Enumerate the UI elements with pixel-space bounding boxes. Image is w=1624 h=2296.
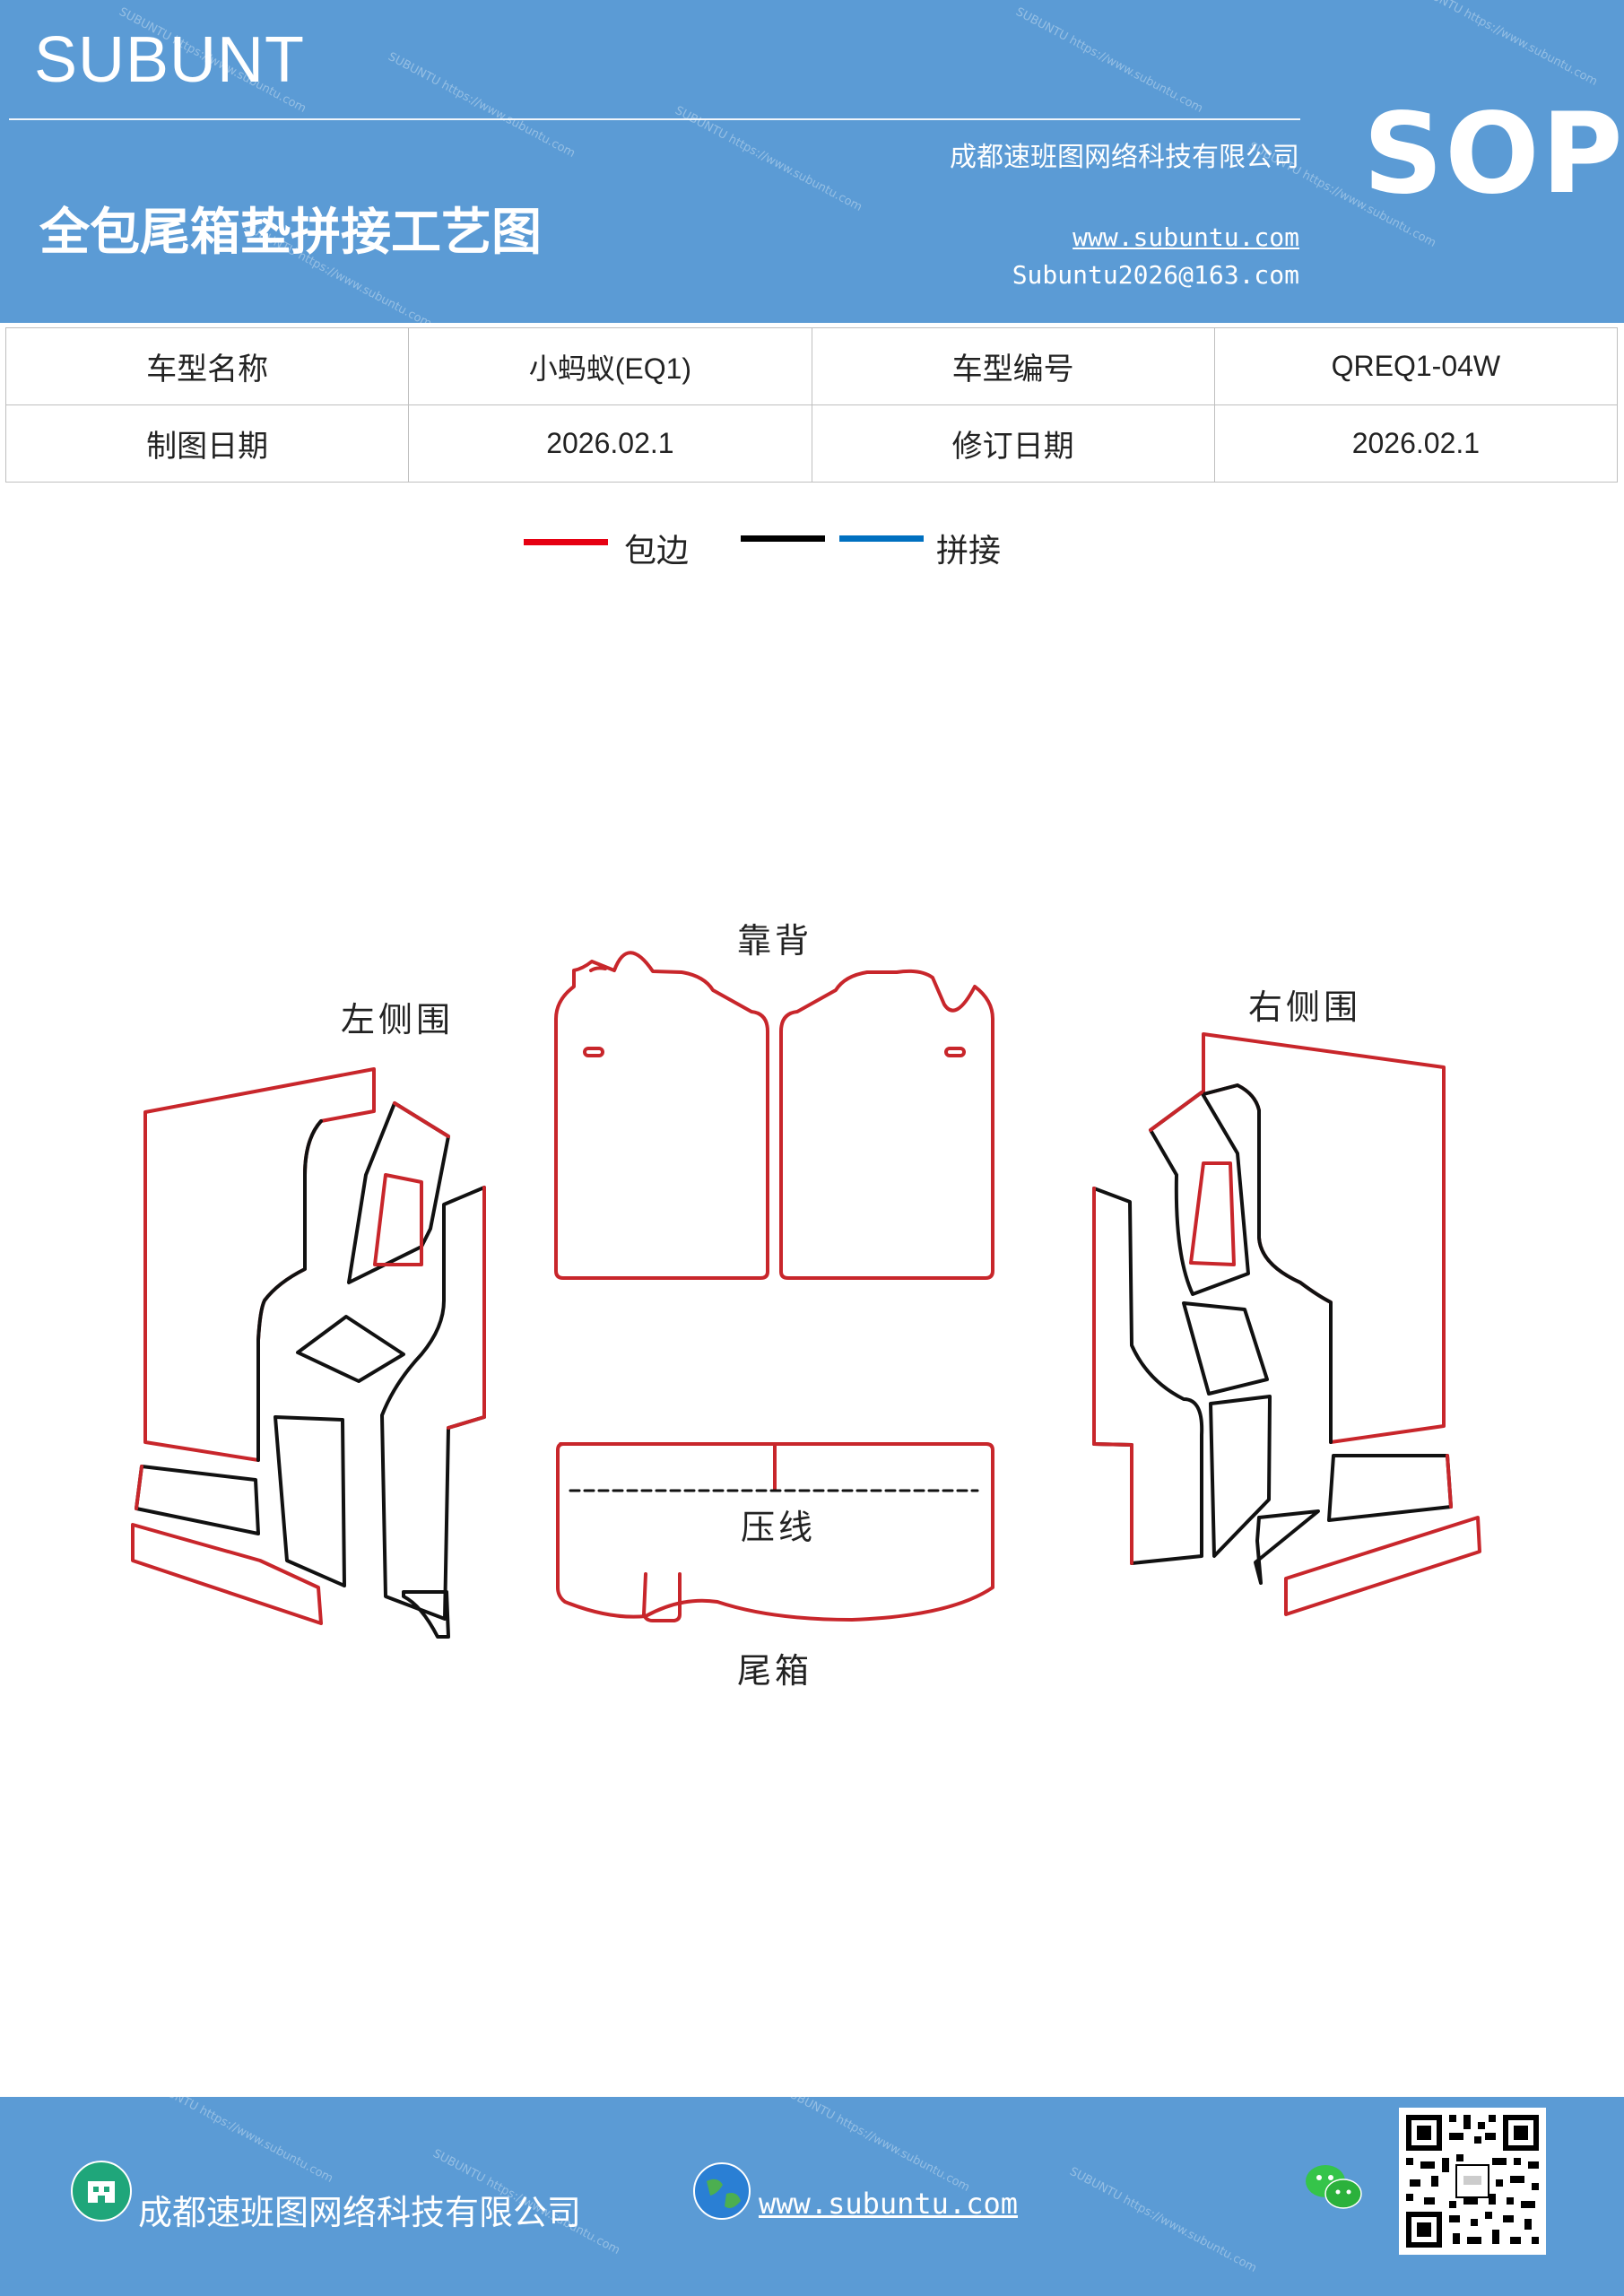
backrest-left-panel	[554, 951, 769, 1280]
left-side-seam	[256, 1119, 323, 1462]
watermark-text: SUBUNTU https://www.subuntu.com	[673, 103, 864, 215]
table-row: 制图日期 2026.02.1 修订日期 2026.02.1	[4, 404, 1619, 483]
building-icon	[71, 2161, 132, 2222]
footer-website-link[interactable]: www.subuntu.com	[759, 2187, 1018, 2221]
vehicle-info-table: 车型名称 小蚂蚁(EQ1) 车型编号 QREQ1-04W 制图日期 2026.0…	[4, 327, 1619, 483]
table-cell: 修订日期	[811, 404, 1215, 483]
right-side-rear-edge	[1092, 1187, 1133, 1565]
backrest-left-guide	[574, 967, 628, 1004]
left-side-lower-panel	[274, 1415, 346, 1587]
legend-label-edge: 包边	[624, 533, 690, 570]
table-cell: 小蚂蚁(EQ1)	[408, 327, 812, 405]
header-banner: SUBUNTU https://www.subuntu.com SUBUNTU …	[0, 0, 1624, 323]
header-divider	[9, 118, 1300, 120]
backrest-right-slot	[944, 1047, 966, 1057]
company-name: 成都速班图网络科技有限公司	[950, 142, 1299, 173]
left-side-window	[373, 1173, 423, 1266]
right-side-window	[1189, 1161, 1236, 1266]
table-row: 车型名称 小蚂蚁(EQ1) 车型编号 QREQ1-04W	[4, 327, 1619, 405]
qr-code	[1399, 2108, 1546, 2255]
watermark-text: SUBUNTU https://www.subuntu.com	[1408, 0, 1600, 90]
left-side-sill	[131, 1523, 323, 1625]
left-side-rear-panel	[380, 1186, 486, 1621]
label-backrest: 靠背	[737, 921, 813, 961]
table-cell: QREQ1-04W	[1213, 327, 1619, 405]
brand-logo: SUBUNT	[34, 24, 306, 96]
footer-banner: SUBUNTU https://www.subuntu.com SUBUNTU …	[0, 2097, 1624, 2296]
email-address: Subuntu2026@163.com	[1012, 260, 1299, 290]
website-link[interactable]: www.subuntu.com	[1073, 222, 1299, 252]
right-side-corner-piece	[1254, 1509, 1320, 1585]
left-side-bottom-strip-edge	[135, 1465, 143, 1510]
backrest-left-slot	[583, 1047, 604, 1057]
right-side-diamond	[1182, 1301, 1269, 1396]
label-right-side: 右侧围	[1248, 987, 1362, 1027]
globe-icon	[693, 2162, 751, 2220]
left-side-corner-piece	[402, 1590, 450, 1639]
label-left-side: 左侧围	[341, 1000, 455, 1039]
right-side-bottom-strip	[1327, 1454, 1453, 1522]
table-cell: 2026.02.1	[1213, 404, 1619, 483]
table-cell: 车型编号	[811, 327, 1215, 405]
backrest-left-edge	[589, 966, 607, 972]
legend-label-seam: 拼接	[936, 533, 1002, 570]
backrest-right-panel	[779, 969, 994, 1280]
pattern-svg	[131, 951, 1481, 1639]
watermark-text: SUBUNTU https://www.subuntu.com	[780, 2097, 972, 2196]
legend-swatch-black	[741, 535, 825, 542]
table-cell: 2026.02.1	[408, 404, 812, 483]
label-crease: 压线	[741, 1508, 817, 1547]
table-cell: 车型名称	[4, 327, 410, 405]
right-side-pillar-edge	[1149, 1091, 1203, 1132]
watermark-text: SUBUNTU https://www.subuntu.com	[1067, 2164, 1259, 2276]
right-side-bottom-strip-edge	[1446, 1454, 1453, 1509]
pattern-diagram: 靠背 左侧围 右侧围 压线 尾箱	[0, 879, 1624, 1704]
legend: 包边 拼接	[524, 525, 1062, 578]
left-side-pillar	[347, 1101, 450, 1284]
qr-code-graphic	[1406, 2115, 1539, 2248]
footer-company-name: 成都速班图网络科技有限公司	[138, 2193, 582, 2232]
page-title: 全包尾箱垫拼接工艺图	[39, 203, 542, 262]
right-side-lower-panel	[1209, 1395, 1272, 1558]
right-side-sill	[1284, 1516, 1481, 1616]
left-side-pillar-edge	[393, 1101, 450, 1138]
left-side-rear-edge	[447, 1186, 486, 1430]
watermark-text: SUBUNTU https://www.subuntu.com	[386, 49, 578, 161]
label-trunk: 尾箱	[737, 1651, 813, 1691]
right-side-seam	[1202, 1083, 1333, 1444]
table-cell: 制图日期	[4, 404, 410, 483]
right-side-main-panel	[1202, 1032, 1446, 1444]
trunk-floor-panel	[556, 1442, 994, 1622]
left-side-diamond	[296, 1315, 405, 1383]
legend-swatch-seam	[839, 535, 924, 542]
watermark-text: SUBUNTU https://www.subuntu.com	[143, 2097, 335, 2187]
right-side-rear-panel	[1092, 1187, 1204, 1565]
sop-badge: SOP	[1363, 90, 1624, 219]
wechat-icon[interactable]	[1302, 2160, 1365, 2213]
watermark-text: SUBUNTU https://www.subuntu.com	[1013, 4, 1205, 117]
legend-swatch-edge	[524, 539, 608, 545]
trunk-notch	[642, 1572, 682, 1622]
left-side-bottom-strip	[135, 1465, 260, 1535]
right-side-pillar	[1149, 1091, 1250, 1296]
